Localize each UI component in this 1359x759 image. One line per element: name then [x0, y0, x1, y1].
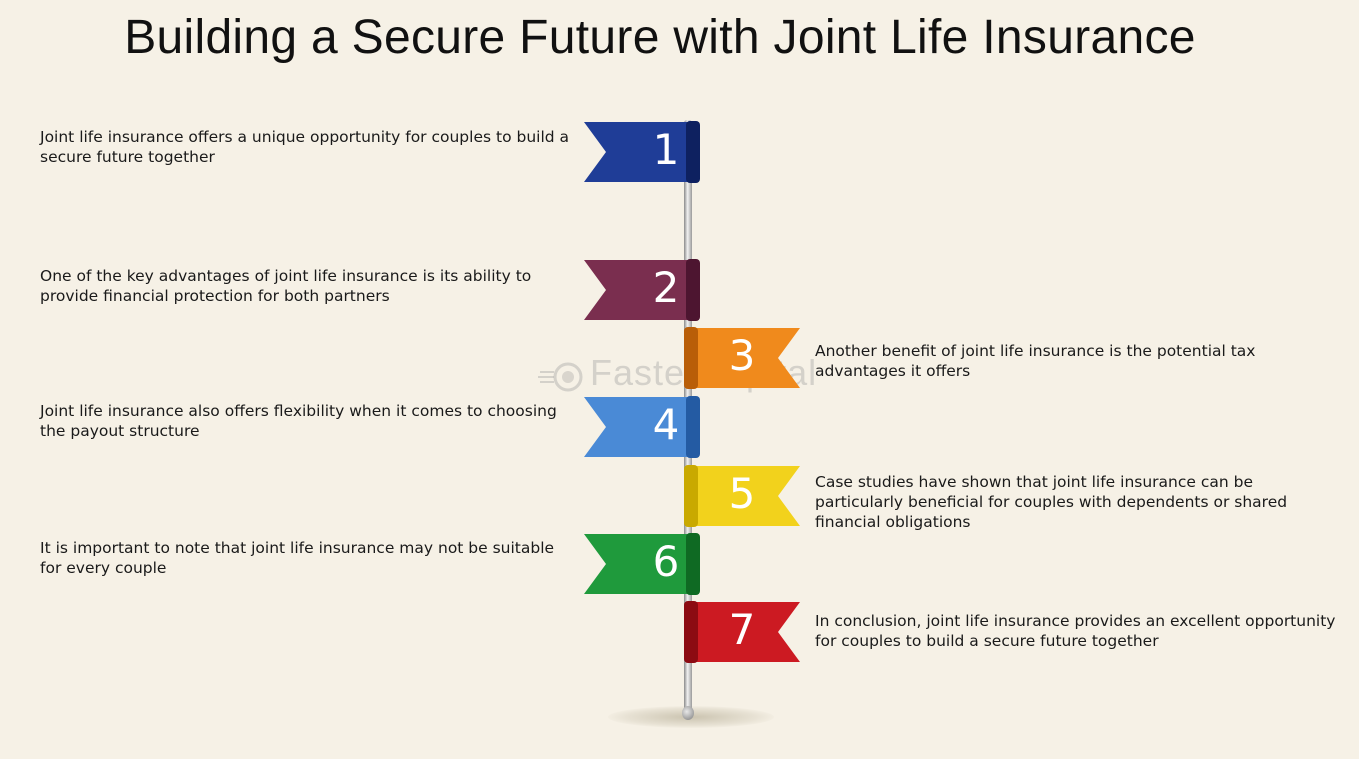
flag-5-shape: [684, 465, 800, 527]
flag-3-shape: [684, 327, 800, 389]
flag-step-6: 6: [584, 533, 704, 595]
flag-1-shape: [584, 121, 700, 183]
flag-step-7: 7: [682, 601, 802, 663]
flag-number: 5: [728, 469, 756, 518]
flag-step-1: 1: [584, 121, 704, 183]
step-2-text: One of the key advantages of joint life …: [40, 267, 532, 305]
flag-4-shape: [584, 396, 700, 458]
flag-step-4: 4: [584, 396, 704, 458]
flag-number: 1: [652, 125, 680, 174]
flag-number: 3: [728, 331, 756, 380]
pole-tip: [682, 706, 694, 720]
flag-step-2: 2: [584, 259, 704, 321]
step-5-text: Case studies have shown that joint life …: [815, 473, 1288, 531]
flag-7-shape: [684, 601, 800, 663]
step-4-text: Joint life insurance also offers flexibi…: [40, 402, 557, 440]
step-6-text: It is important to note that joint life …: [40, 539, 555, 577]
step-3-text: Another benefit of joint life insurance …: [815, 342, 1256, 380]
page-title: Building a Secure Future with Joint Life…: [124, 11, 1196, 64]
flag-step-5: 5: [682, 465, 802, 527]
step-1-text: Joint life insurance offers a unique opp…: [40, 128, 570, 166]
flag-number: 7: [728, 605, 756, 654]
flag-number: 4: [652, 400, 680, 449]
flag-step-3: 3: [682, 327, 802, 389]
flag-6-shape: [584, 533, 700, 595]
flag-number: 2: [652, 263, 680, 312]
flag-number: 6: [652, 537, 680, 586]
flag-2-shape: [584, 259, 700, 321]
step-7-text: In conclusion, joint life insurance prov…: [815, 612, 1336, 650]
gear-icon: [538, 362, 583, 392]
